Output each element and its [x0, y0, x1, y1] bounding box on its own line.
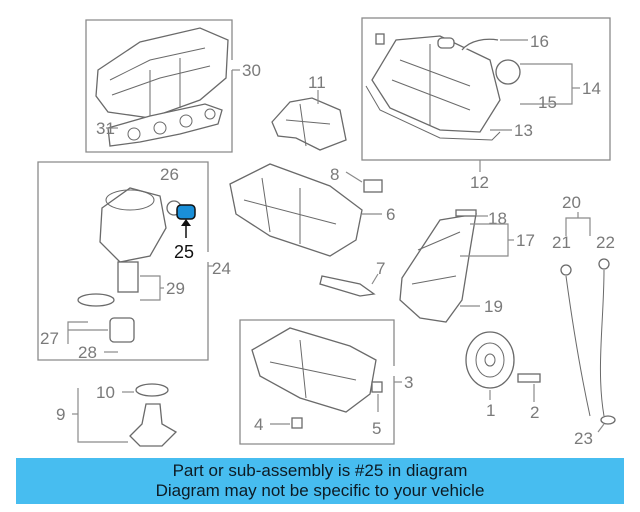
callout-5[interactable]: 5 [372, 419, 381, 438]
callout-9[interactable]: 9 [56, 405, 65, 424]
lower-oil-pan-part[interactable] [251, 327, 377, 413]
timing-cover-part[interactable] [399, 213, 477, 323]
oil-filter-element-part[interactable] [117, 261, 139, 293]
callout-14[interactable]: 14 [582, 79, 601, 98]
banner-line-2: Diagram may not be specific to your vehi… [155, 481, 485, 500]
callout-15[interactable]: 15 [538, 93, 557, 112]
valve-cover-frame [361, 17, 611, 161]
filter-oring-part[interactable] [77, 293, 115, 307]
valve-cover-part[interactable] [371, 35, 501, 133]
callout-13[interactable]: 13 [514, 121, 533, 140]
callout-16[interactable]: 16 [530, 32, 549, 51]
callout-26[interactable]: 26 [160, 165, 179, 184]
baffle-group[interactable]: 11 [271, 73, 347, 151]
pan-bolt-part[interactable] [371, 381, 383, 393]
callout-23[interactable]: 23 [574, 429, 593, 448]
dipstick-part[interactable] [599, 269, 605, 417]
lower-oilpan-group[interactable]: 3 4 5 [239, 319, 413, 445]
timing-cover-group[interactable]: 18 17 19 [399, 209, 535, 323]
callout-7[interactable]: 7 [376, 259, 385, 278]
callout-25[interactable]: 25 [174, 242, 194, 262]
callout-19[interactable]: 19 [484, 297, 503, 316]
upper-oil-pan-part[interactable] [229, 163, 363, 257]
callout-29[interactable]: 29 [166, 279, 185, 298]
callout-3[interactable]: 3 [404, 373, 413, 392]
drain-plug-part[interactable] [291, 417, 303, 429]
upper-oilpan-group[interactable]: 6 8 7 [229, 163, 395, 297]
adapter-oring-part[interactable] [135, 383, 169, 397]
oil-filter-housing-part[interactable] [99, 187, 167, 263]
filter-housing-frame [37, 161, 209, 361]
dipstick-tube-part[interactable] [565, 275, 591, 417]
adapter-part[interactable] [129, 403, 178, 447]
callout-20[interactable]: 20 [562, 193, 581, 212]
gasket-18-part[interactable] [455, 209, 477, 217]
callout-21[interactable]: 21 [552, 233, 571, 252]
intake-manifold-group[interactable]: 30 31 [85, 19, 261, 153]
callout-22[interactable]: 22 [596, 233, 615, 252]
breather-hose-part[interactable] [461, 38, 499, 51]
callout-31[interactable]: 31 [96, 119, 115, 138]
filter-cap-part[interactable] [109, 317, 135, 343]
info-banner: Part or sub-assembly is #25 in diagram D… [16, 458, 624, 504]
callout-6[interactable]: 6 [386, 205, 395, 224]
callout-27[interactable]: 27 [40, 329, 59, 348]
callout-2[interactable]: 2 [530, 403, 539, 422]
callout-10[interactable]: 10 [96, 383, 115, 402]
adapter-group[interactable]: 10 9 [56, 383, 178, 447]
tube-seal-part[interactable] [600, 415, 616, 425]
callout-1[interactable]: 1 [486, 401, 495, 420]
dipstick-handle-part[interactable] [598, 258, 610, 270]
highlighted-part-25[interactable] [176, 204, 196, 220]
pulley-bolt-part[interactable] [517, 373, 541, 383]
oil-filter-housing-group[interactable]: 24 26 29 27 28 25 [37, 161, 231, 362]
exploded-parts-diagram: 30 31 16 14 15 13 12 11 6 [37, 17, 616, 448]
callout-30[interactable]: 30 [242, 61, 261, 80]
callout-12[interactable]: 12 [470, 173, 489, 192]
callout-4[interactable]: 4 [254, 415, 263, 434]
banner-line-1: Part or sub-assembly is #25 in diagram [172, 461, 468, 480]
dipstick-group[interactable]: 20 21 22 23 [552, 193, 616, 448]
dipstick-oring-part[interactable] [560, 264, 572, 276]
callout-17[interactable]: 17 [516, 231, 535, 250]
lower-oilpan-frame [239, 319, 395, 445]
callout-8[interactable]: 8 [330, 165, 339, 184]
oil-cap-part[interactable] [495, 59, 521, 85]
crank-pulley-group[interactable]: 1 2 [465, 331, 541, 422]
sealant-tube-part[interactable] [319, 275, 376, 297]
oil-level-sensor-part[interactable] [363, 179, 383, 193]
baffle-part[interactable] [271, 97, 347, 151]
crank-pulley-part[interactable] [465, 331, 515, 389]
callout-24[interactable]: 24 [212, 259, 231, 278]
valve-cover-group[interactable]: 16 14 15 13 12 [361, 17, 611, 192]
intake-frame [85, 19, 233, 153]
callout-11[interactable]: 11 [308, 73, 326, 92]
callout-28[interactable]: 28 [78, 343, 97, 362]
callout-18[interactable]: 18 [488, 209, 507, 228]
